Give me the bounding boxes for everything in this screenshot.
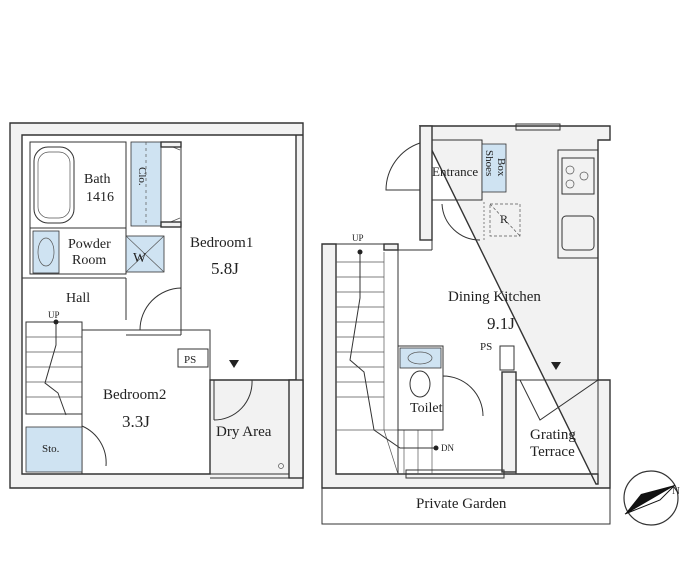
vanity <box>32 230 60 274</box>
dining-kitchen-label: Dining Kitchen <box>448 289 541 305</box>
up-marker-left: UP <box>48 310 60 320</box>
shoes-box <box>481 143 507 193</box>
bathtub <box>33 146 75 224</box>
entrance-door[interactable] <box>385 142 421 191</box>
dry-area-label: Dry Area <box>216 424 272 440</box>
dn-marker: DN <box>441 443 454 453</box>
grating-terrace-label-2: Terrace <box>530 444 575 460</box>
hall-label: Hall <box>66 291 90 306</box>
refrigerator <box>489 203 521 237</box>
ps-left-label: PS <box>184 354 196 366</box>
stove <box>561 157 595 195</box>
bedroom1-size-label: 5.8J <box>211 259 239 278</box>
shoes-box-label-1: Shoes <box>483 150 495 176</box>
sink <box>561 215 595 251</box>
ps-left-box <box>177 348 209 368</box>
bedroom1-label: Bedroom1 <box>190 235 253 251</box>
toilet-sink <box>399 347 442 369</box>
bath-room <box>29 141 127 229</box>
north-label: N <box>672 485 680 497</box>
bedroom2-size-label: 3.3J <box>122 412 150 431</box>
upper-floor: Entrance Shoes Box R Dining Kitchen 9.1J… <box>321 123 611 525</box>
ps-right-label: PS <box>480 341 492 353</box>
up-marker-right: UP <box>352 233 364 243</box>
entrance-label: Entrance <box>432 164 478 179</box>
stairs-lower <box>25 319 83 416</box>
storage-label: Sto. <box>42 443 60 455</box>
storage <box>25 426 83 473</box>
kitchen-counter <box>557 149 599 259</box>
closet-label: Clo. <box>136 167 148 186</box>
bath-size-label: 1416 <box>86 190 114 205</box>
bedroom1-door[interactable] <box>139 287 182 331</box>
toilet-bowl <box>409 370 431 398</box>
terrace-door[interactable] <box>519 379 599 421</box>
bath-label: Bath <box>84 172 110 187</box>
washer-label: W <box>133 251 147 266</box>
toilet-label: Toilet <box>410 401 443 416</box>
dry-area-wall <box>288 379 304 479</box>
dry-area-door[interactable] <box>213 379 253 421</box>
stairs-upper <box>336 249 439 475</box>
grating-terrace-label-1: Grating <box>530 427 576 443</box>
compass: N <box>623 470 680 526</box>
private-garden-label: Private Garden <box>416 496 507 512</box>
refrigerator-label: R <box>500 212 508 226</box>
shoes-box-label-2: Box <box>495 158 507 177</box>
lower-floor: Bath 1416 Clo. Powder Room W Bedroom1 5.… <box>9 122 304 489</box>
bedroom2-label: Bedroom2 <box>103 387 166 403</box>
dry-area <box>209 379 290 475</box>
bedroom2-door[interactable] <box>81 425 107 467</box>
dining-kitchen-size-label: 9.1J <box>487 314 515 333</box>
powder-room-label-1: Powder <box>68 237 111 252</box>
private-garden <box>321 487 611 525</box>
powder-room-label-2: Room <box>72 253 106 268</box>
